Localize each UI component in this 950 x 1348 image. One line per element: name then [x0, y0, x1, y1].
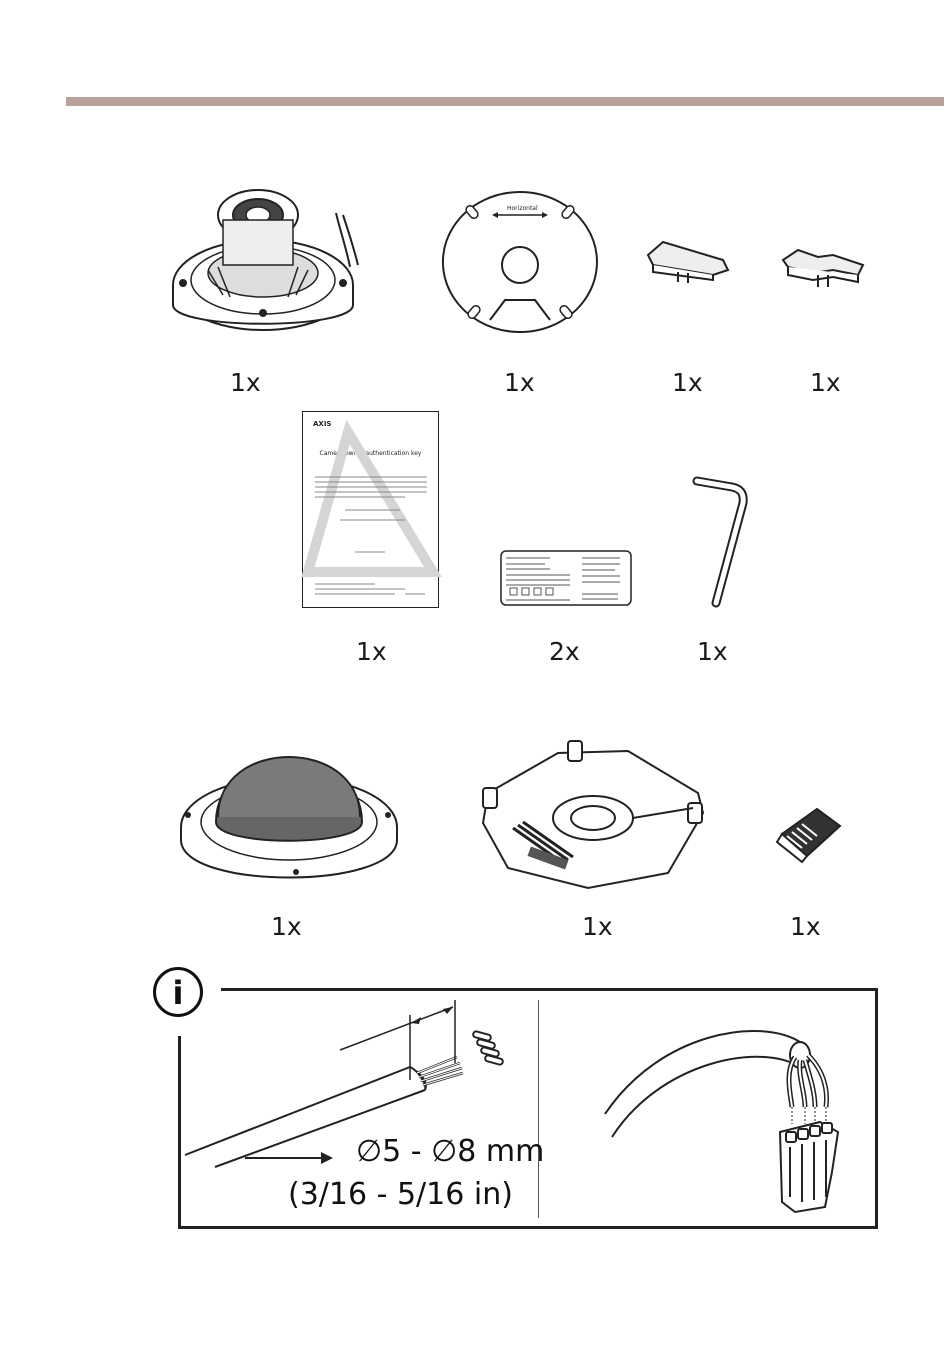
dome-cover-illustration — [178, 722, 400, 890]
connector-illustration — [772, 804, 844, 864]
connector-wiring-diagram — [600, 1022, 850, 1217]
qty-torx-key: 1x — [697, 637, 728, 666]
qty-cable-clip-a: 1x — [672, 368, 703, 397]
document-brand: AXIS — [313, 420, 331, 428]
qty-labels: 2x — [549, 637, 580, 666]
header-bar — [66, 97, 944, 106]
product-label-illustration — [500, 550, 632, 606]
qty-camera: 1x — [230, 368, 261, 397]
qty-connector: 1x — [790, 912, 821, 941]
document-text-lines — [315, 472, 427, 602]
template-horizontal-label: Horizontal — [507, 205, 538, 212]
mounting-bracket-illustration — [468, 733, 716, 891]
qty-dome-cover: 1x — [271, 912, 302, 941]
qty-auth-key-document: 1x — [356, 637, 387, 666]
qty-cable-clip-b: 1x — [810, 368, 841, 397]
info-box-divider — [538, 1000, 539, 1218]
cable-diameter-metric: ∅5 - ∅8 mm — [356, 1134, 544, 1169]
auth-key-document: AXIS Camera owner authentication key — [302, 411, 439, 608]
camera-illustration — [168, 185, 368, 360]
qty-mounting-bracket: 1x — [582, 912, 613, 941]
cable-diameter-min: 5 - — [382, 1134, 421, 1169]
cable-clip-b-illustration — [778, 245, 870, 290]
cable-clip-a-illustration — [643, 240, 733, 285]
qty-drill-template: 1x — [504, 368, 535, 397]
cable-diameter-max: 8 mm — [457, 1134, 544, 1169]
torx-key-illustration — [692, 475, 752, 610]
cable-diameter-imperial: (3/16 - 5/16 in) — [288, 1177, 513, 1212]
info-box-top-border — [221, 988, 878, 991]
diameter-symbol-a: ∅ — [356, 1134, 382, 1169]
diameter-symbol-b: ∅ — [431, 1134, 457, 1169]
